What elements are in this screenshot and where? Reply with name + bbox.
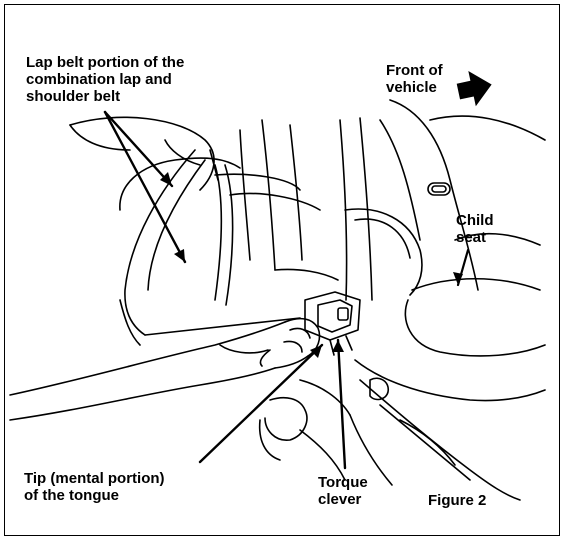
lap-belt-leader-lines	[105, 112, 185, 262]
torque-clever-label: Torque clever	[318, 474, 368, 508]
lap-belt-label: Lap belt portion of the combination lap …	[26, 54, 184, 105]
figure-caption: Figure 2	[428, 492, 486, 509]
tongue-tip-label: Tip (mental portion) of the tongue	[24, 470, 165, 504]
arrow-right-icon	[455, 67, 496, 109]
lower-seat-details	[260, 378, 455, 485]
hand-and-arm	[10, 319, 320, 420]
front-of-vehicle-label: Front of vehicle	[386, 62, 443, 96]
torque-clever-leader-line	[338, 340, 345, 468]
torque-clever-arrowhead	[332, 340, 344, 352]
child-seat-label: Child seat	[456, 212, 494, 246]
vehicle-seat-back	[120, 120, 338, 305]
child-seat-shape	[340, 100, 545, 500]
